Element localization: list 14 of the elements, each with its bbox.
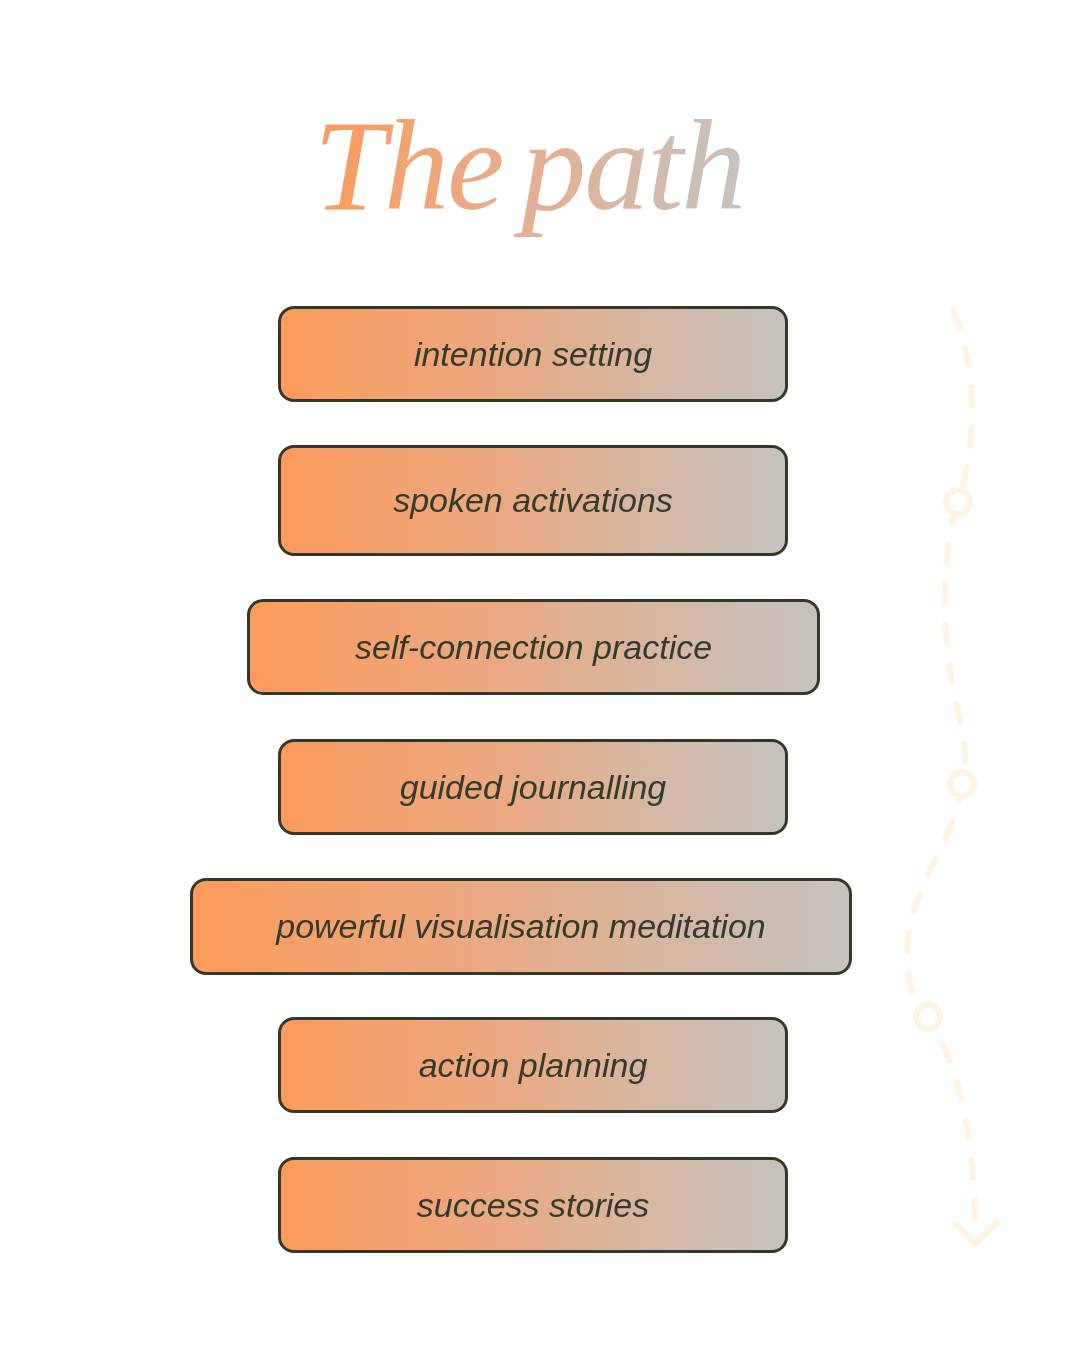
step-box	[278, 1157, 788, 1253]
step-label: powerful visualisation meditation	[276, 906, 766, 947]
step-box	[190, 878, 852, 975]
step-box	[278, 1017, 788, 1113]
step-label: spoken activations	[393, 480, 673, 521]
step-box	[278, 445, 788, 556]
step-label: guided journalling	[399, 766, 667, 808]
step-box	[278, 306, 788, 402]
step-label: self-connection practice	[354, 626, 713, 668]
step-label: success stories	[416, 1184, 650, 1226]
step-box	[278, 739, 788, 835]
step-label: intention setting	[413, 333, 653, 375]
step-label: action planning	[418, 1044, 648, 1086]
step-box	[247, 599, 820, 695]
